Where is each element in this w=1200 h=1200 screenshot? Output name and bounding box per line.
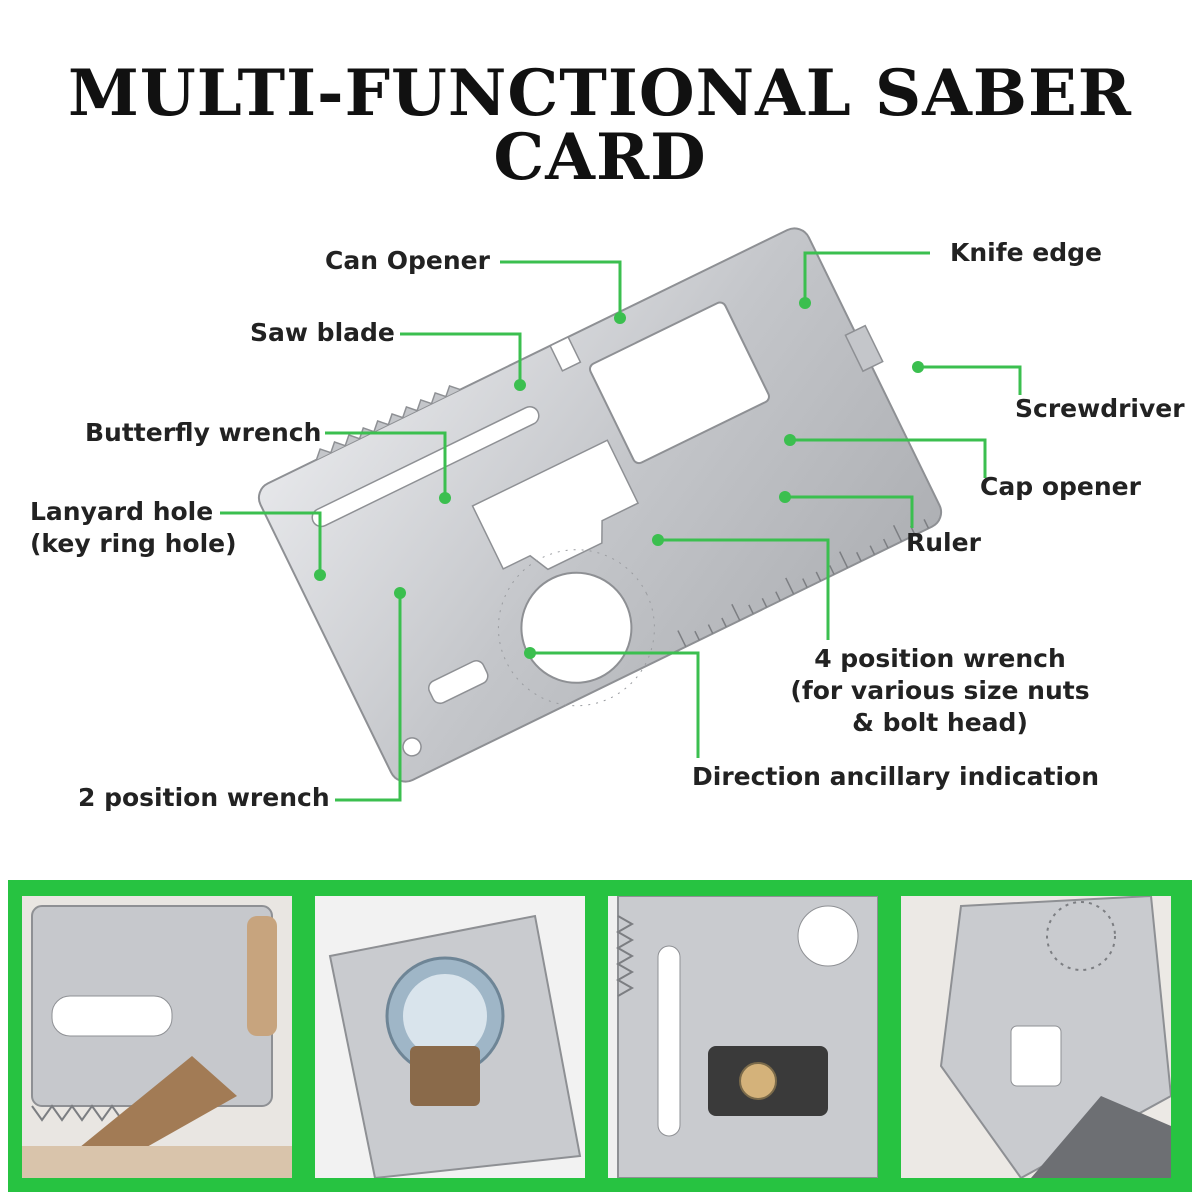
closeup-photo-illustration [901, 896, 1171, 1178]
leader-two-position-wrench [335, 593, 402, 802]
dot-four-position-wrench [652, 534, 664, 546]
dot-screwdriver [912, 361, 924, 373]
dot-direction-indication [524, 647, 536, 659]
label-four-position-wrench-line1: 4 position wrench [814, 644, 1066, 673]
label-saw-blade: Saw blade [250, 318, 395, 347]
dot-lanyard-hole [314, 569, 326, 581]
screwdriver-photo-illustration [608, 896, 878, 1178]
lanyard-hole [402, 737, 422, 757]
ruler-ticks [677, 519, 930, 648]
label-direction-indication: Direction ancillary indication [692, 762, 1100, 791]
leader-can-opener [500, 260, 622, 318]
label-lanyard-hole-line1: Lanyard hole [30, 497, 214, 526]
page-title: MULTI-FUNCTIONAL SABER CARD [68, 56, 1132, 195]
dot-saw-blade [514, 379, 526, 391]
four-position-wrench-cutout [471, 439, 640, 571]
can-opener-notch [549, 335, 582, 372]
dot-ruler [779, 491, 791, 503]
label-butterfly-wrench: Butterfly wrench [85, 418, 322, 447]
label-lanyard-hole-line2: (key ring hole) [30, 529, 237, 558]
label-four-position-wrench-line2: (for various size nuts [790, 676, 1090, 705]
dot-can-opener [614, 312, 626, 324]
dot-knife-edge [799, 297, 811, 309]
leader-lanyard-hole [220, 511, 322, 575]
leader-cap-opener [790, 438, 987, 478]
photo-saw-cutting-wood [22, 896, 292, 1178]
two-position-wrench-slot [427, 660, 489, 705]
leader-dots [314, 297, 924, 659]
leader-ruler [785, 495, 914, 528]
label-knife-edge: Knife edge [950, 238, 1102, 267]
leader-direction-indication [530, 651, 700, 758]
leader-butterfly-wrench [325, 431, 447, 498]
label-four-position-wrench-line3: & bolt head) [852, 708, 1028, 737]
leader-lines [220, 251, 1022, 802]
dot-cap-opener [784, 434, 796, 446]
leader-screwdriver [918, 365, 1022, 395]
saw-teeth [315, 384, 461, 460]
label-four-position-wrench: 4 position wrench (for various size nuts… [780, 643, 1100, 739]
photo-card-closeup [901, 896, 1171, 1178]
cap-opener-cutout [588, 301, 770, 465]
usage-photo-strip [8, 880, 1192, 1192]
label-two-position-wrench: 2 position wrench [78, 783, 330, 812]
label-can-opener: Can Opener [325, 246, 490, 275]
leader-four-position-wrench [658, 538, 830, 640]
photo-bottle-cap-opening [315, 896, 585, 1178]
dot-butterfly-wrench [439, 492, 451, 504]
cap-opener-photo-illustration [315, 896, 585, 1178]
label-ruler: Ruler [906, 528, 981, 557]
leader-knife-edge [803, 251, 930, 303]
leader-saw-blade [400, 332, 522, 385]
butterfly-wrench-slot [311, 406, 540, 528]
screwdriver-tip [844, 324, 884, 373]
dot-two-position-wrench [394, 587, 406, 599]
label-screwdriver: Screwdriver [1015, 394, 1185, 423]
direction-dial-ring [497, 549, 655, 707]
label-lanyard-hole: Lanyard hole (key ring hole) [30, 496, 237, 560]
saber-card-illustration [257, 227, 943, 783]
photo-screwdriver-bolt [608, 896, 878, 1178]
label-cap-opener: Cap opener [980, 472, 1141, 501]
saw-photo-illustration [22, 896, 292, 1178]
tool-card-diagram [220, 227, 1022, 802]
